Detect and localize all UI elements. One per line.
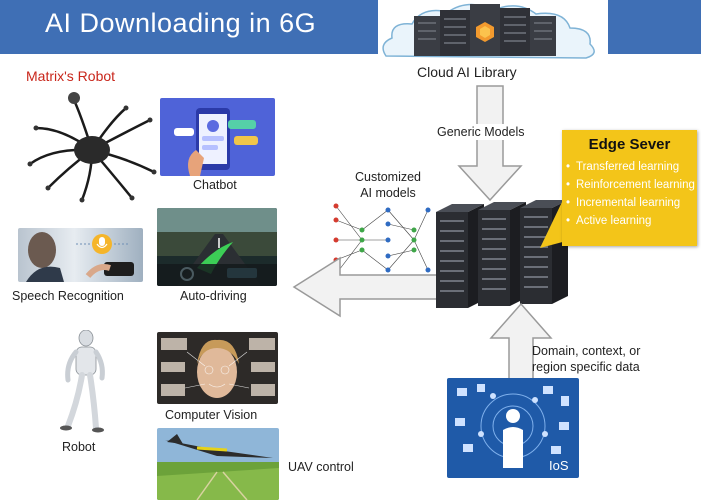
matrix-robot-label: Matrix's Robot	[26, 68, 116, 84]
title-bar-right	[608, 0, 701, 54]
uav-image	[157, 428, 279, 500]
domain-label-1: Domain, context, or	[532, 344, 641, 358]
uav-label: UAV control	[288, 460, 354, 474]
slide-title: AI Downloading in 6G	[45, 8, 317, 38]
microphone-icon	[26, 232, 134, 282]
edge-feature-item: Incremental learning	[566, 194, 696, 212]
speech-label: Speech Recognition	[12, 289, 124, 303]
edge-server-box: Edge Sever Transferred learning Reinforc…	[562, 130, 697, 246]
download-arrow	[292, 256, 451, 318]
ios-network-icon	[455, 384, 569, 468]
edge-feature-item: Active learning	[566, 212, 696, 230]
cloud-label: Cloud AI Library	[417, 64, 517, 80]
generic-models-arrow	[457, 85, 523, 202]
edge-features-list: Transferred learning Reinforcement learn…	[566, 158, 696, 230]
robot-label: Robot	[62, 440, 96, 454]
computer-vision-image	[157, 332, 278, 404]
domain-data-arrow	[489, 302, 553, 381]
domain-label-2: region specific data	[532, 360, 640, 374]
face-recognition-icon	[161, 338, 275, 398]
autodriving-image	[157, 208, 277, 286]
customized-label-1: Customized	[355, 170, 421, 184]
chatbot-label: Chatbot	[193, 178, 237, 192]
humanoid-robot-image	[60, 330, 105, 433]
customized-label-2: AI models	[360, 186, 416, 200]
generic-models-label: Generic Models	[435, 124, 527, 140]
computer-vision-label: Computer Vision	[165, 408, 258, 422]
ios-image: IoS	[447, 378, 579, 478]
edge-server-title: Edge Sever	[588, 136, 671, 153]
speech-image	[18, 228, 143, 282]
cloud-server-icon	[382, 3, 595, 59]
edge-feature-item: Transferred learning	[566, 158, 696, 176]
chatbot-image	[160, 98, 275, 176]
autodriving-label: Auto-driving	[180, 289, 247, 303]
title-bar	[0, 0, 378, 54]
ios-label: IoS	[549, 458, 569, 473]
chatbot-phone-icon	[174, 108, 258, 176]
drone-icon	[157, 434, 279, 500]
edge-feature-item: Reinforcement learning	[566, 176, 696, 194]
matrix-robot-image	[27, 92, 157, 203]
road-icon	[157, 208, 277, 286]
edge-server-icon	[436, 200, 568, 308]
